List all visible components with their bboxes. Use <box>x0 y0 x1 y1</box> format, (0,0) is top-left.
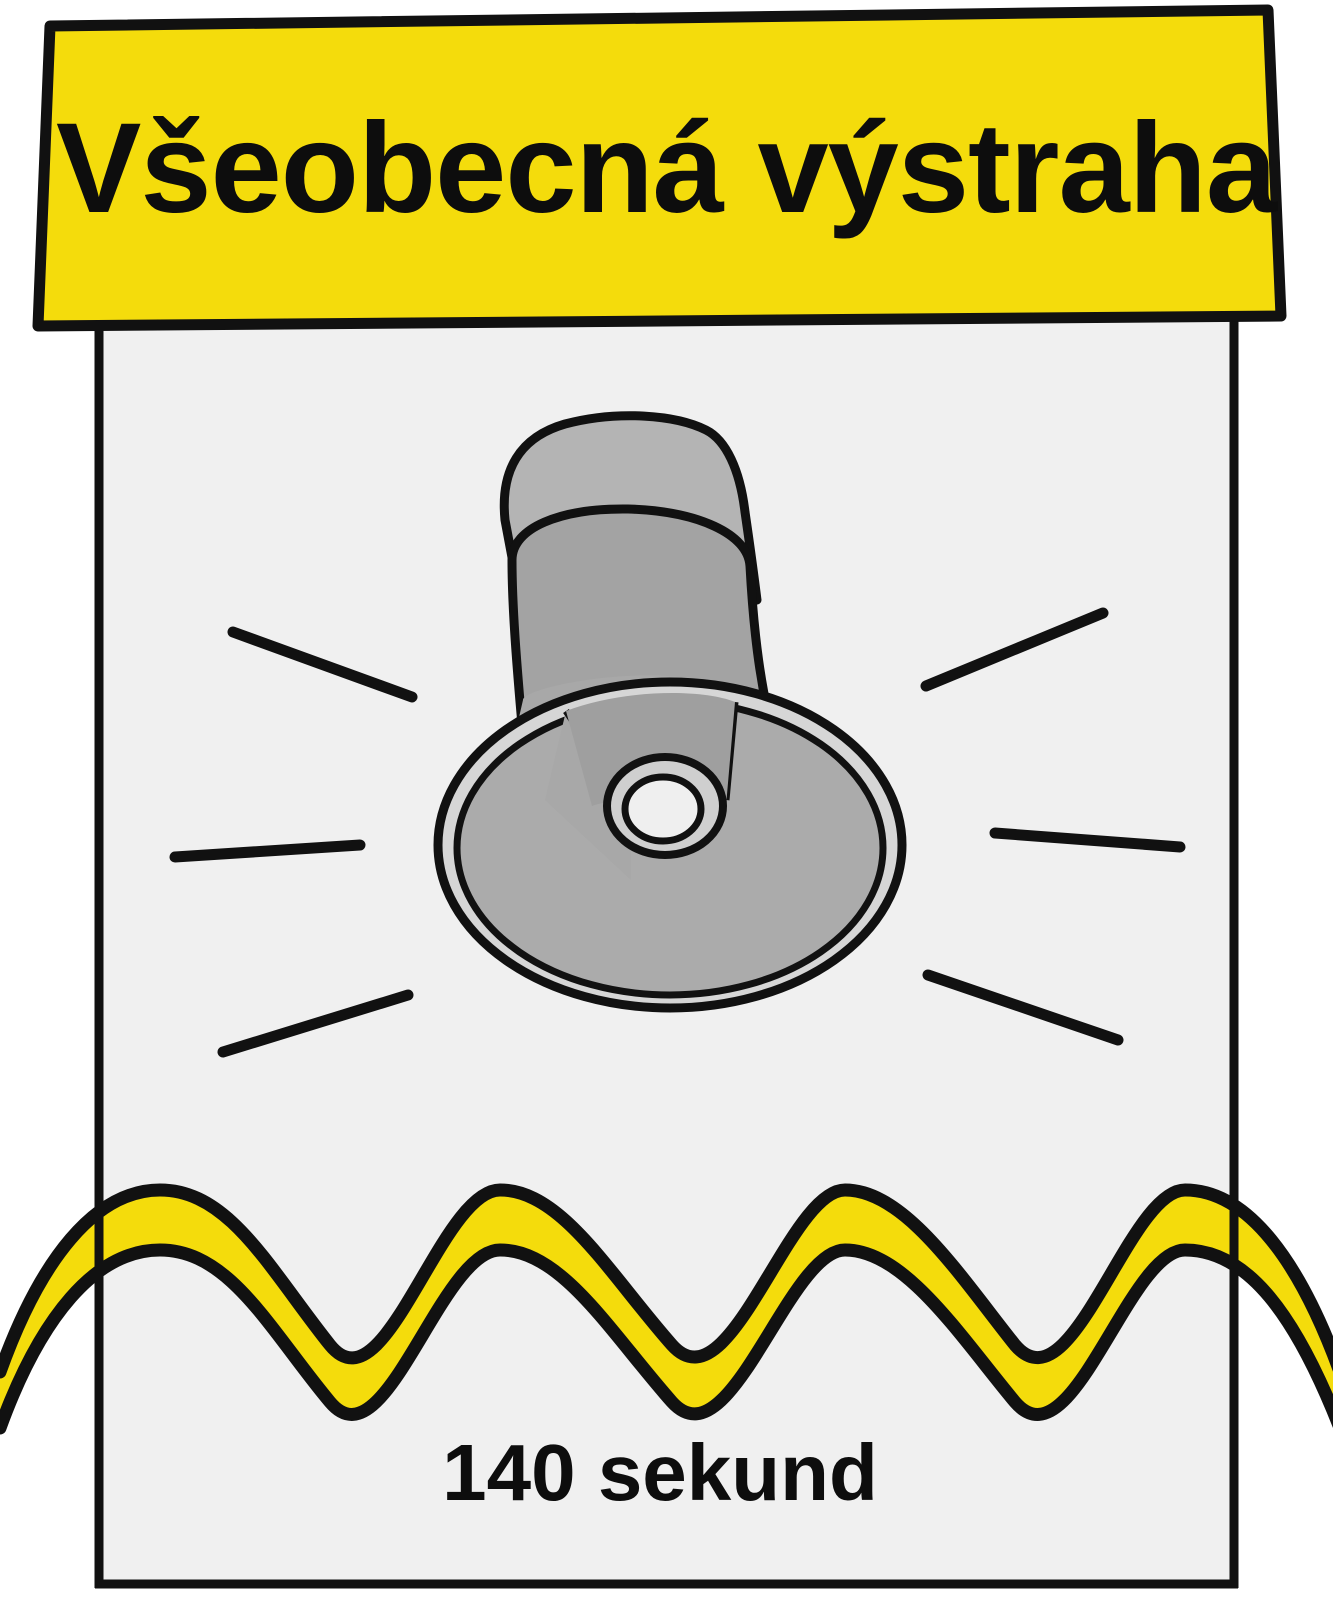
banner-shape <box>32 4 1287 332</box>
horn-driver-center <box>621 773 705 845</box>
ray-left-middle <box>169 839 366 863</box>
ray-right-lower <box>922 969 1124 1046</box>
wave-band-fill <box>0 1190 1333 1428</box>
sound-wave-icon <box>0 1183 1333 1435</box>
title-banner: Všeobecná výstraha <box>32 4 1287 332</box>
sound-rays <box>169 607 1186 1058</box>
duration-label: 140 sekund <box>442 1428 878 1517</box>
ray-right-middle <box>989 827 1186 853</box>
ray-left-lower <box>217 989 414 1058</box>
siren-horn-icon <box>433 411 907 1013</box>
ray-left-upper <box>227 626 418 703</box>
ray-right-upper <box>920 607 1109 692</box>
frame-overlay <box>94 1140 1239 1588</box>
wave-lower-outline <box>0 1243 1333 1435</box>
page-title: Všeobecná výstraha <box>56 97 1278 240</box>
horn-funnel-left-face <box>545 711 631 880</box>
wave-upper-outline <box>0 1183 1333 1379</box>
